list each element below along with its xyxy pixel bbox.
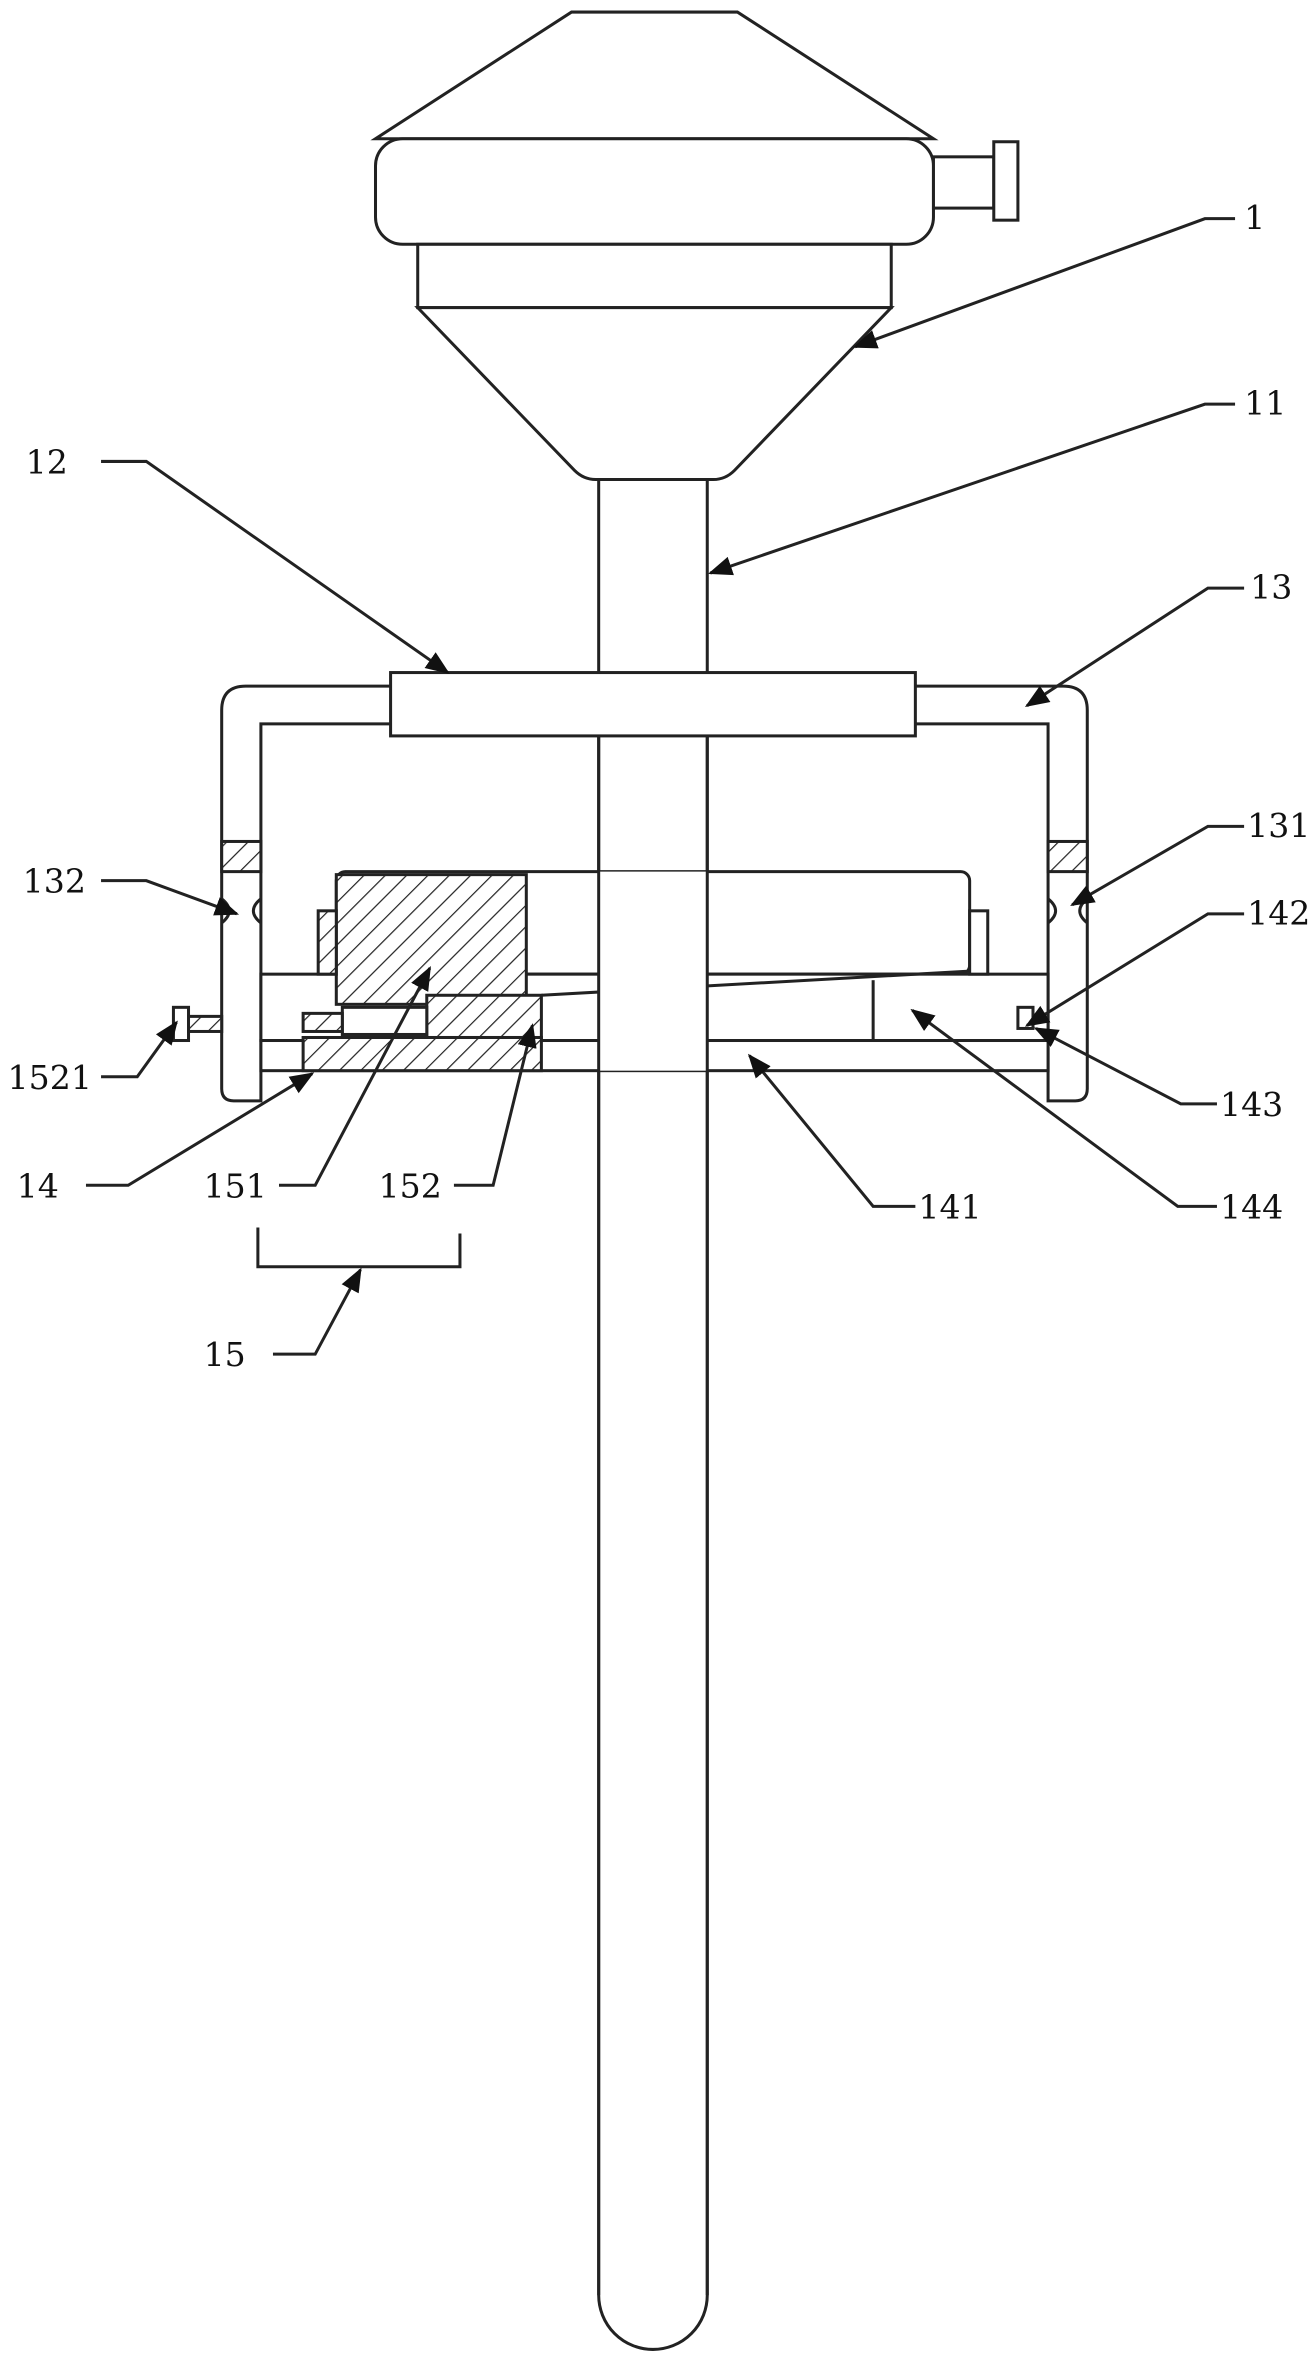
leader-142 bbox=[1024, 912, 1245, 1027]
label-151: 151 bbox=[204, 1166, 267, 1205]
side-knob-stem bbox=[931, 155, 996, 210]
label-144: 144 bbox=[1220, 1187, 1283, 1226]
head-body bbox=[373, 137, 935, 246]
leader-141 bbox=[747, 1053, 916, 1208]
block-151 bbox=[334, 873, 528, 1006]
label-141: 141 bbox=[918, 1187, 981, 1226]
label-13: 13 bbox=[1250, 568, 1292, 607]
label-15: 15 bbox=[204, 1335, 246, 1374]
slot bbox=[340, 1005, 429, 1036]
inner-thread bbox=[301, 1011, 344, 1033]
right-pad bbox=[968, 909, 990, 976]
screw-thread bbox=[187, 1014, 224, 1033]
leader-14 bbox=[85, 1072, 315, 1187]
label-11: 11 bbox=[1244, 384, 1286, 423]
leader-11 bbox=[707, 402, 1236, 576]
rod-crossing bbox=[598, 871, 708, 1071]
screw-1521 bbox=[171, 1005, 344, 1043]
leader-12 bbox=[101, 459, 450, 674]
head-top-cone bbox=[370, 10, 939, 141]
head-assembly bbox=[370, 10, 1020, 482]
side-knob-cap bbox=[992, 140, 1020, 222]
head-bottom-cone bbox=[414, 306, 895, 482]
head-collar bbox=[416, 242, 893, 310]
frame-outer bbox=[220, 684, 391, 1103]
right-notch bbox=[1047, 897, 1089, 925]
label-1521: 1521 bbox=[8, 1058, 92, 1097]
rod bbox=[597, 478, 709, 2351]
leader-15 bbox=[272, 1267, 362, 1356]
pin-142 bbox=[1016, 1005, 1035, 1030]
leader-152 bbox=[453, 1023, 537, 1187]
label-132: 132 bbox=[23, 862, 86, 901]
label-142: 142 bbox=[1247, 893, 1310, 932]
leader-131 bbox=[1070, 824, 1245, 907]
clamp-block bbox=[389, 671, 917, 738]
slide-152 bbox=[425, 993, 543, 1040]
leaders bbox=[85, 217, 1245, 1356]
leader-143 bbox=[1033, 1027, 1217, 1106]
label-152: 152 bbox=[379, 1166, 442, 1205]
reference-labels: 1 11 12 13 131 132 142 1521 143 14 151 1… bbox=[8, 198, 1311, 1374]
base-plate-14 bbox=[301, 1035, 543, 1073]
leader-13 bbox=[1024, 586, 1245, 708]
left-clamp-pad bbox=[220, 839, 263, 874]
label-143: 143 bbox=[1220, 1085, 1283, 1124]
bracket-15 bbox=[256, 1227, 462, 1269]
left-side-pad bbox=[316, 909, 338, 976]
leader-1 bbox=[852, 217, 1236, 349]
base-assembly bbox=[259, 735, 1050, 2296]
label-14: 14 bbox=[17, 1166, 59, 1205]
leader-151 bbox=[278, 965, 432, 1187]
leader-144 bbox=[910, 1008, 1217, 1208]
leader-1521 bbox=[101, 1020, 178, 1079]
label-1: 1 bbox=[1244, 198, 1265, 237]
leader-132 bbox=[101, 879, 240, 916]
label-131: 131 bbox=[1247, 806, 1310, 845]
right-clamp-pad bbox=[1046, 839, 1089, 874]
label-12: 12 bbox=[26, 443, 68, 482]
frame-outer-right bbox=[915, 684, 1089, 1103]
